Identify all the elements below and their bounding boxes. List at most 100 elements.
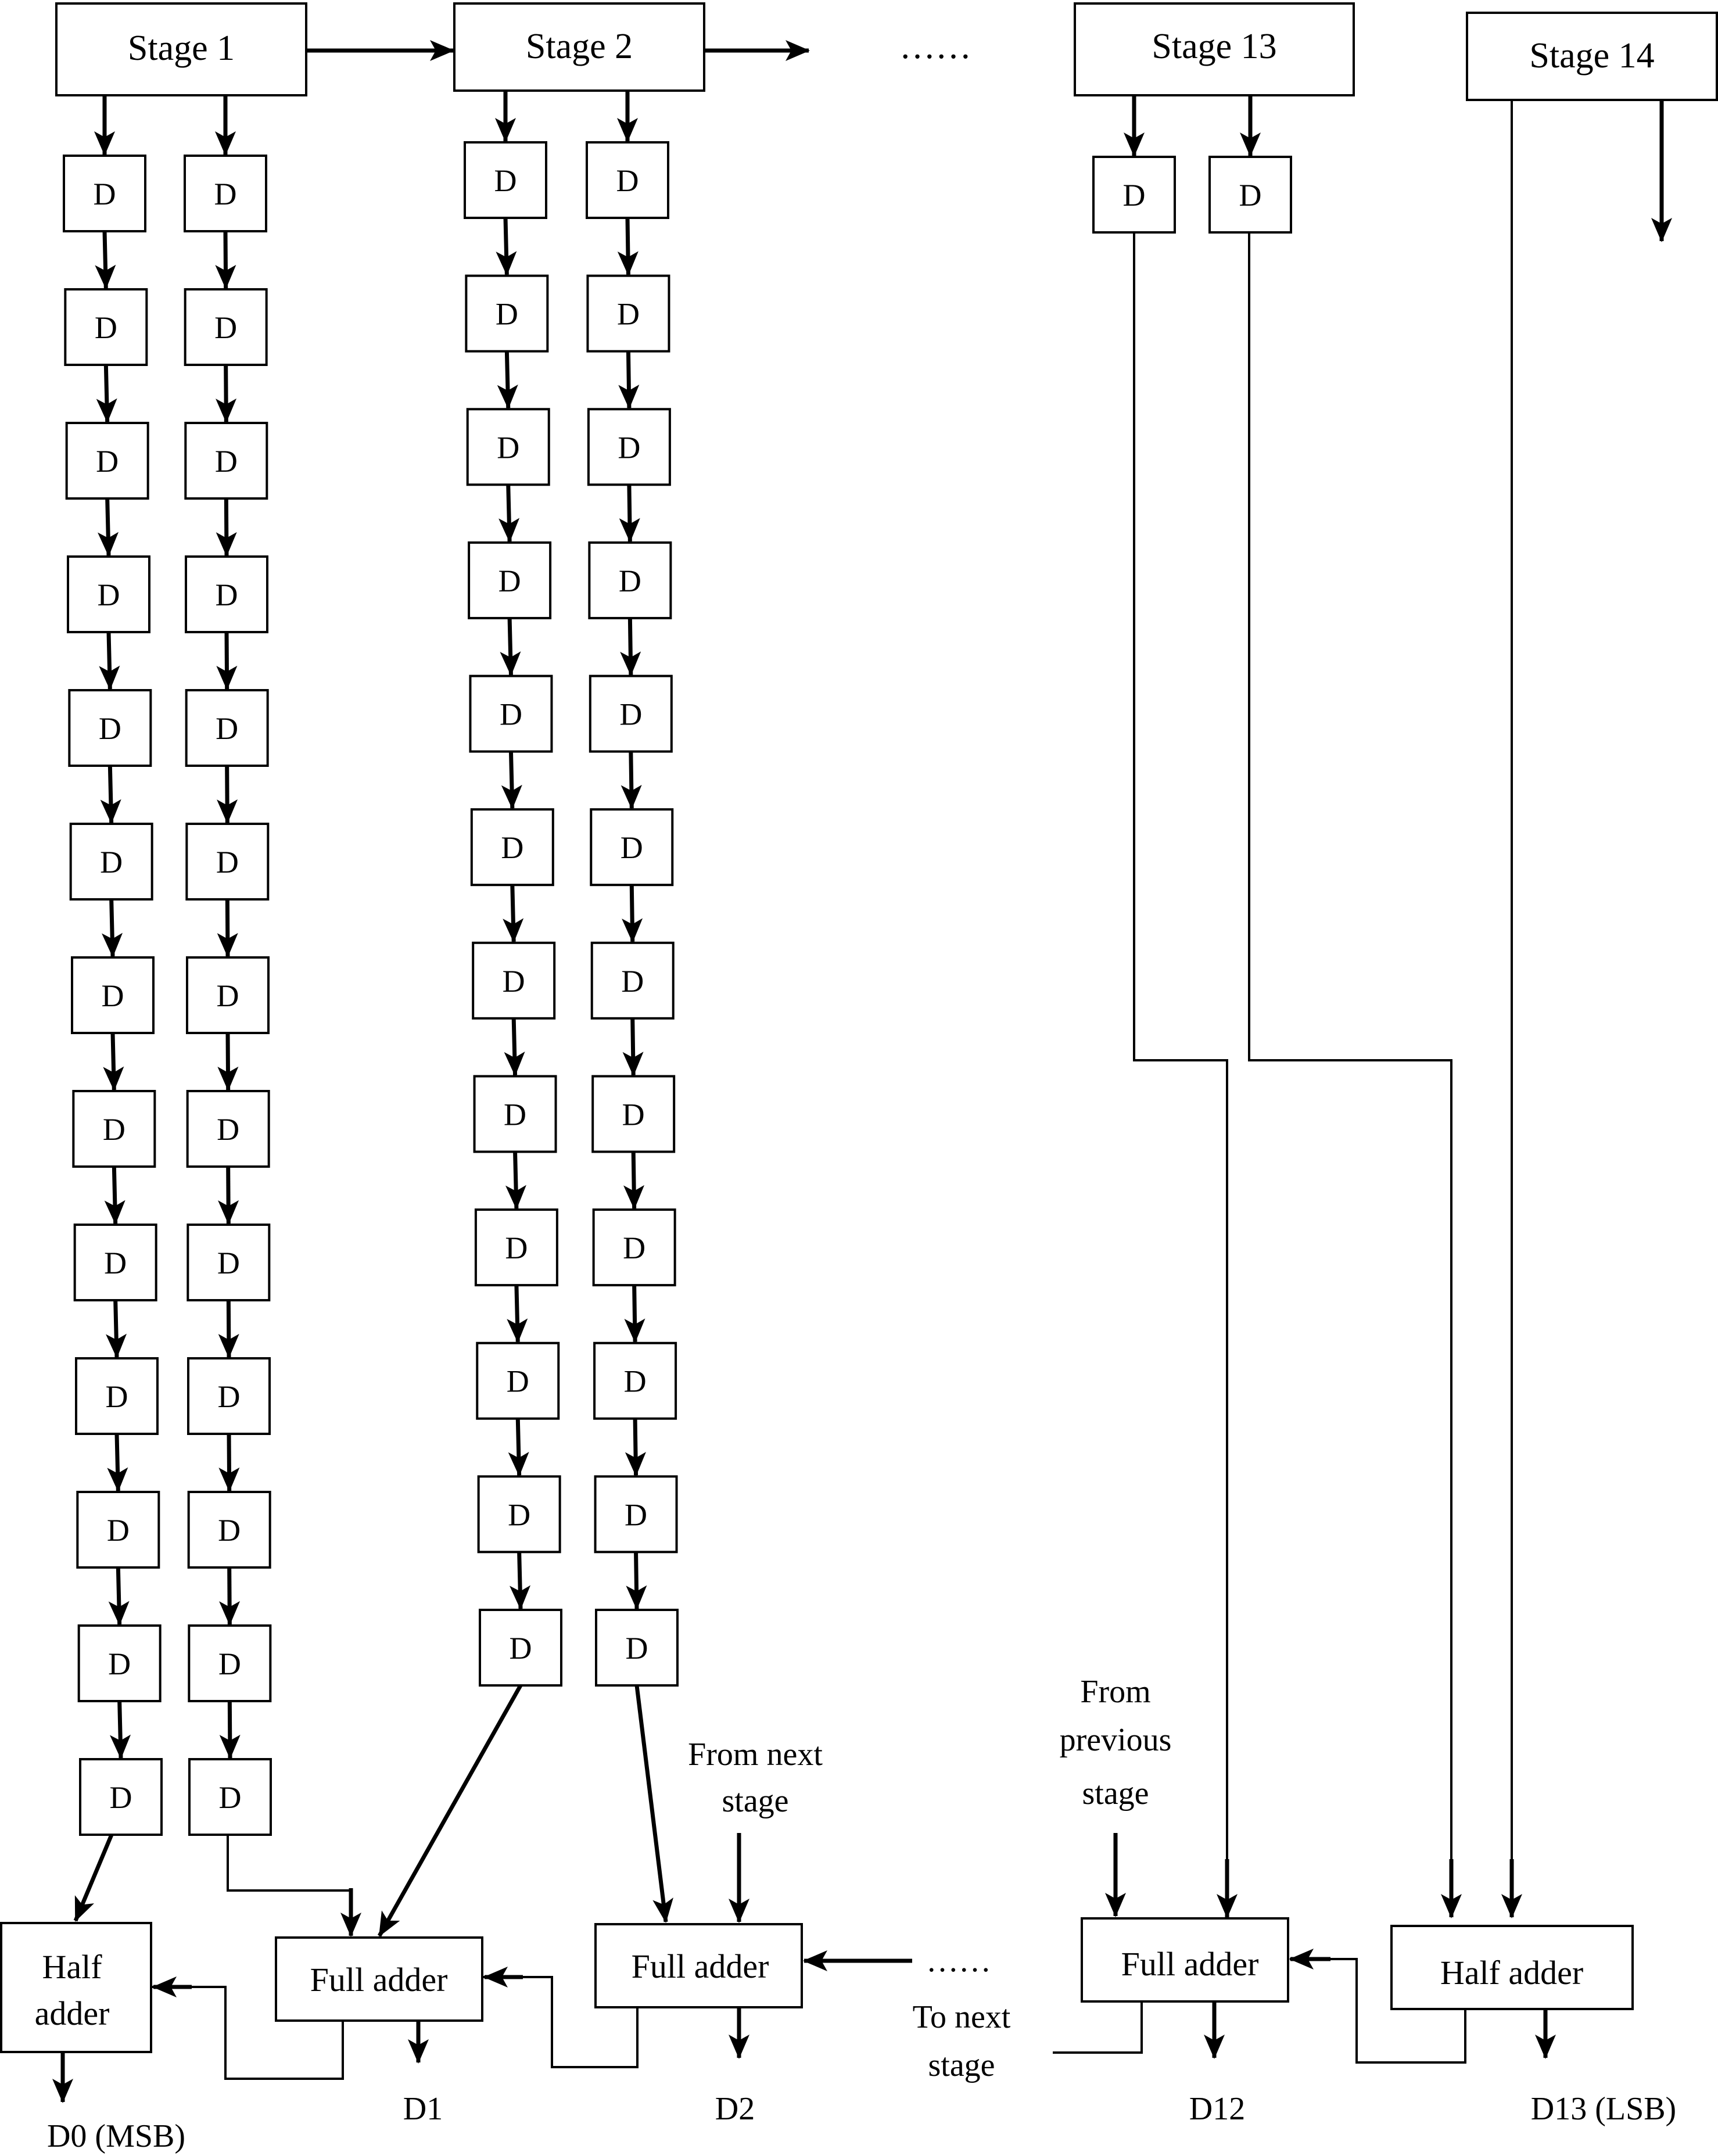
delay-chain-arrow [623, 1151, 645, 1210]
delay-element-label: D [504, 1097, 526, 1132]
delay-element-label: D [214, 177, 237, 211]
delay-chain-arrow [100, 765, 121, 824]
delay-element-label: D [99, 711, 121, 746]
half-adder-lsb-label: Half adder [1440, 1954, 1583, 1992]
delay-element-label: D [497, 430, 519, 465]
delay-chain-arrow [498, 485, 520, 543]
delay-element: D [464, 141, 547, 219]
delay-element-label: D [217, 1112, 239, 1147]
delay-chain-arrow [626, 1552, 647, 1610]
from-previous-stage-line2: previous [1060, 1722, 1172, 1758]
delay-element-label: D [510, 1631, 532, 1666]
s2b-to-full-adder-arrow [634, 1685, 673, 1923]
delay-chain-arrow [496, 217, 517, 276]
delay-chain-arrow [104, 1166, 125, 1225]
delay-element-label: D [508, 1497, 530, 1532]
delay-element: D [185, 689, 269, 767]
from-previous-stage-line1: From [1080, 1674, 1150, 1710]
delay-element: D [593, 1341, 677, 1420]
delay-element: D [1208, 156, 1292, 234]
delay-element-label: D [496, 297, 518, 332]
delay-chain-arrow [508, 1418, 529, 1477]
s1a-to-half-adder-arrow [73, 1834, 114, 1922]
delay-element-box [69, 823, 153, 901]
bottom-ellipsis: …… [926, 1943, 991, 1979]
delay-element-box [587, 408, 671, 486]
delay-element: D [589, 675, 673, 753]
s1b-to-full-adder-wire [227, 1835, 352, 1929]
delay-element: D [185, 823, 270, 901]
delay-element: D [188, 1758, 272, 1836]
delay-element: D [63, 155, 146, 232]
delay-chain-arrow [218, 1300, 239, 1358]
delay-element-label: D [498, 564, 521, 598]
delay-element-box [590, 808, 674, 887]
delay-chain-arrow [219, 1701, 241, 1759]
delay-element-label: D [616, 163, 639, 198]
delay-element: D [588, 541, 672, 619]
delay-element-box [75, 1357, 159, 1435]
delay-element-label: D [217, 1246, 240, 1280]
d1-label: D1 [403, 2091, 443, 2127]
delay-element-box [473, 1075, 557, 1153]
delay-element-box [590, 941, 675, 1020]
delay-element-label: D [95, 310, 117, 345]
delay-element: D [186, 956, 270, 1034]
delay-element-box [468, 541, 552, 619]
delay-chain-arrow [504, 1018, 525, 1077]
delay-element: D [587, 408, 671, 486]
delay-element: D [188, 1624, 272, 1702]
delay-element-box [1092, 156, 1176, 234]
delay-element-box [595, 1609, 679, 1687]
delay-chain-arrow [621, 751, 642, 810]
delay-element-box [185, 823, 270, 901]
delay-element-box [586, 141, 669, 219]
delay-element-label: D [1123, 178, 1146, 213]
delay-chain-arrow [617, 217, 639, 276]
delay-element-box [186, 1090, 270, 1168]
delay-chain-arrow [98, 498, 119, 557]
delay-element: D [186, 1224, 271, 1301]
delay-element-box [65, 422, 149, 500]
delay-chains: DDDDDDDDDDDDDDDDDDDDDDDDDDDDDDDDDDDDDDDD… [63, 91, 1292, 1836]
delay-element-label: D [215, 444, 238, 479]
full-adder-d12-label: Full adder [1121, 1945, 1259, 1983]
delay-element: D [76, 1491, 160, 1569]
delay-element-label: D [98, 577, 120, 612]
delay-chain-arrow [217, 765, 238, 824]
delay-element: D [468, 541, 552, 619]
delay-element-box [187, 1357, 271, 1435]
delay-element-box [479, 1609, 562, 1687]
delay-element-box [68, 689, 152, 767]
delay-element-label: D [103, 1112, 125, 1147]
from-previous-stage-line3: stage [1082, 1775, 1149, 1811]
delay-chain-arrow [625, 1418, 646, 1477]
delay-element: D [187, 1491, 271, 1569]
delay-element-label: D [107, 1513, 130, 1548]
delay-element-label: D [216, 845, 239, 880]
full-adder-d2-label: Full adder [632, 1947, 769, 1985]
delay-element: D [79, 1758, 163, 1836]
delay-element: D [73, 1224, 157, 1301]
delay-chain-arrow [103, 1032, 124, 1091]
delay-element-box [474, 1208, 558, 1287]
stage13-right-wire [1248, 232, 1452, 1909]
delay-chain-arrow [215, 231, 236, 289]
delay-element-box [594, 1475, 678, 1554]
delay-element: D [472, 941, 556, 1020]
delay-element-box [591, 1075, 676, 1153]
full-adder-d2: Full adder [594, 1923, 803, 2008]
delay-chain-arrow [107, 1433, 128, 1492]
delay-element-box [76, 1491, 160, 1569]
half-adder-msb-label-line2: adder [35, 1994, 110, 2032]
d12-label: D12 [1189, 2091, 1245, 2127]
delay-element-box [188, 1758, 272, 1836]
delay-element-label: D [500, 697, 522, 732]
carry-d2-to-d1-wire [483, 1976, 639, 2068]
carry-d12-to-next-wire [1053, 2001, 1143, 2054]
delay-chain-arrow [216, 364, 237, 423]
delay-element-box [186, 956, 270, 1034]
stage-1-block: Stage 1 [55, 2, 307, 96]
delay-element: D [470, 808, 554, 887]
